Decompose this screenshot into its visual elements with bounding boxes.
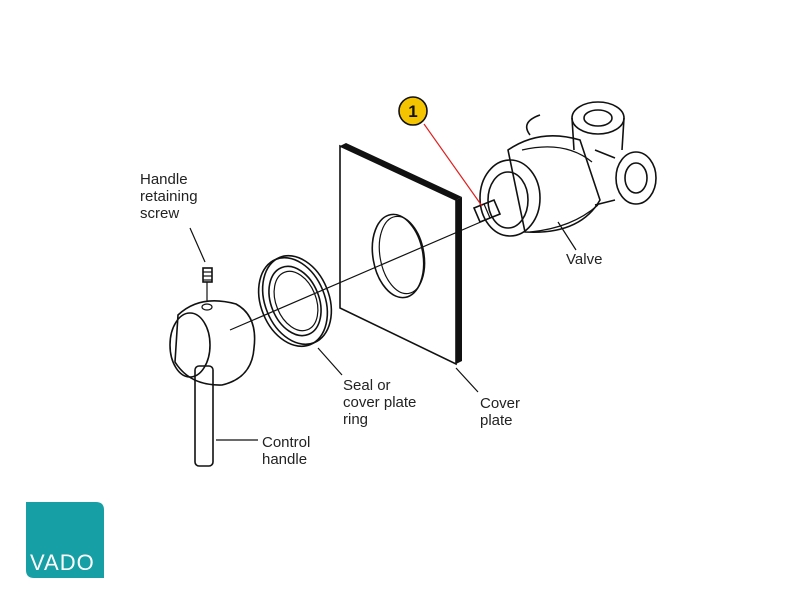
- label-retaining-screw: Handle retaining screw: [140, 171, 202, 222]
- vado-logo: VADO: [26, 502, 104, 578]
- label-control-handle: Control handle: [262, 434, 315, 468]
- leader-screw: [189, 227, 206, 263]
- valve-body: [472, 101, 657, 237]
- seal-ring: [257, 254, 333, 348]
- label-seal: Seal or cover plate ring: [343, 377, 421, 428]
- label-valve: Valve: [566, 251, 602, 268]
- assembly-axis: [229, 217, 491, 331]
- callout-leader: [423, 123, 483, 207]
- retaining-screw: [202, 267, 213, 302]
- leader-cover: [455, 367, 479, 393]
- cover-plate: [339, 143, 462, 366]
- callout-number: 1: [408, 102, 417, 121]
- logo-text: VADO: [30, 550, 95, 575]
- leader-valve: [557, 221, 577, 251]
- callout-1: 1: [398, 96, 483, 207]
- leader-seal: [317, 347, 343, 376]
- control-handle: [169, 299, 256, 467]
- label-cover-plate: Cover plate: [480, 395, 524, 429]
